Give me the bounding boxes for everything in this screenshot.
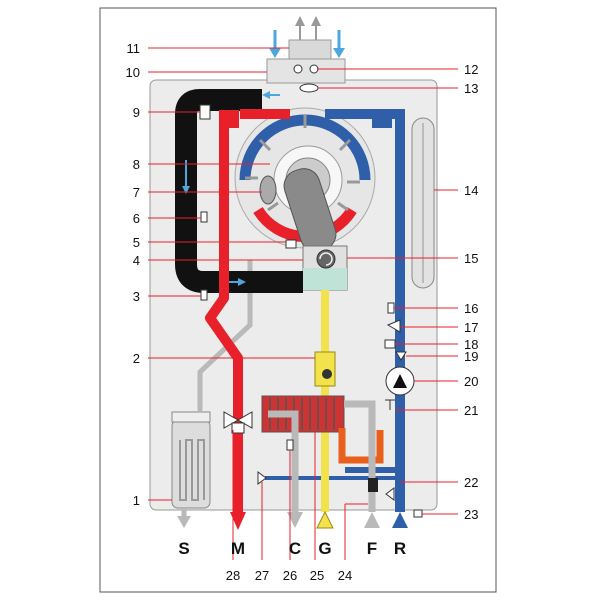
three-way-valve (236, 411, 253, 429)
safety-valve-icon (386, 319, 401, 333)
connection-f: F (367, 539, 377, 558)
flow-out-arrow (230, 512, 246, 530)
label-12: 12 (464, 62, 478, 77)
air-in-arrow-right (333, 48, 345, 58)
connection-r: R (394, 539, 406, 558)
gas-in-arrow (316, 510, 334, 529)
return-in-arrow (392, 512, 408, 528)
label-27: 27 (255, 568, 269, 583)
ignition-electrode (259, 175, 277, 205)
label-3: 3 (133, 289, 140, 304)
label-9: 9 (133, 105, 140, 120)
label-26: 26 (283, 568, 297, 583)
label-21: 21 (464, 403, 478, 418)
flow-sensor-icon (368, 478, 378, 492)
air-vent-icon (199, 104, 211, 120)
flow-pipe (205, 124, 243, 430)
auto-air-vent-icon (395, 351, 407, 361)
label-15: 15 (464, 251, 478, 266)
dhw-out-arrow (287, 512, 303, 528)
label-25: 25 (310, 568, 324, 583)
connection-s: S (178, 539, 189, 558)
flow-thermistor-icon (200, 289, 208, 301)
label-13: 13 (464, 81, 478, 96)
label-10: 10 (126, 65, 140, 80)
analysis-port-icon (299, 83, 319, 93)
ignition-module-icon (285, 239, 297, 249)
label-18: 18 (464, 337, 478, 352)
label-14: 14 (464, 183, 478, 198)
filling-tap-icon (413, 509, 423, 518)
connection-m: M (231, 539, 245, 558)
flue-adapter (266, 58, 346, 84)
label-22: 22 (464, 475, 478, 490)
pressure-switch-icon (384, 339, 396, 349)
return-thermistor-icon (387, 302, 395, 314)
label-8: 8 (133, 157, 140, 172)
label-23: 23 (464, 507, 478, 522)
label-1: 1 (133, 493, 140, 508)
label-2: 2 (133, 351, 140, 366)
dhw-pipe (338, 428, 384, 464)
label-28: 28 (226, 568, 240, 583)
label-5: 5 (133, 235, 140, 250)
safety-thermostat-icon (200, 211, 208, 223)
safety-out-arrow (177, 516, 191, 528)
label-17: 17 (464, 320, 478, 335)
cold-in-arrow (364, 512, 380, 528)
dhw-thermistor-icon (286, 439, 294, 451)
label-11: 11 (127, 41, 141, 56)
label-7: 7 (133, 185, 140, 200)
label-19: 19 (464, 349, 478, 364)
label-20: 20 (464, 374, 478, 389)
label-16: 16 (464, 301, 478, 316)
air-probe-icon (309, 64, 319, 74)
pump-icon (393, 374, 407, 388)
label-6: 6 (133, 211, 140, 226)
bypass-valve-icon (257, 471, 267, 485)
connection-g: G (318, 539, 331, 558)
label-4: 4 (133, 253, 140, 268)
gas-valve (314, 351, 336, 387)
filling-valve-icon (385, 487, 395, 501)
label-24: 24 (338, 568, 352, 583)
connection-c: C (289, 539, 301, 558)
air-in-arrow-left (269, 48, 281, 58)
outer-frame (99, 7, 497, 593)
flue-probe-icon (293, 64, 303, 74)
